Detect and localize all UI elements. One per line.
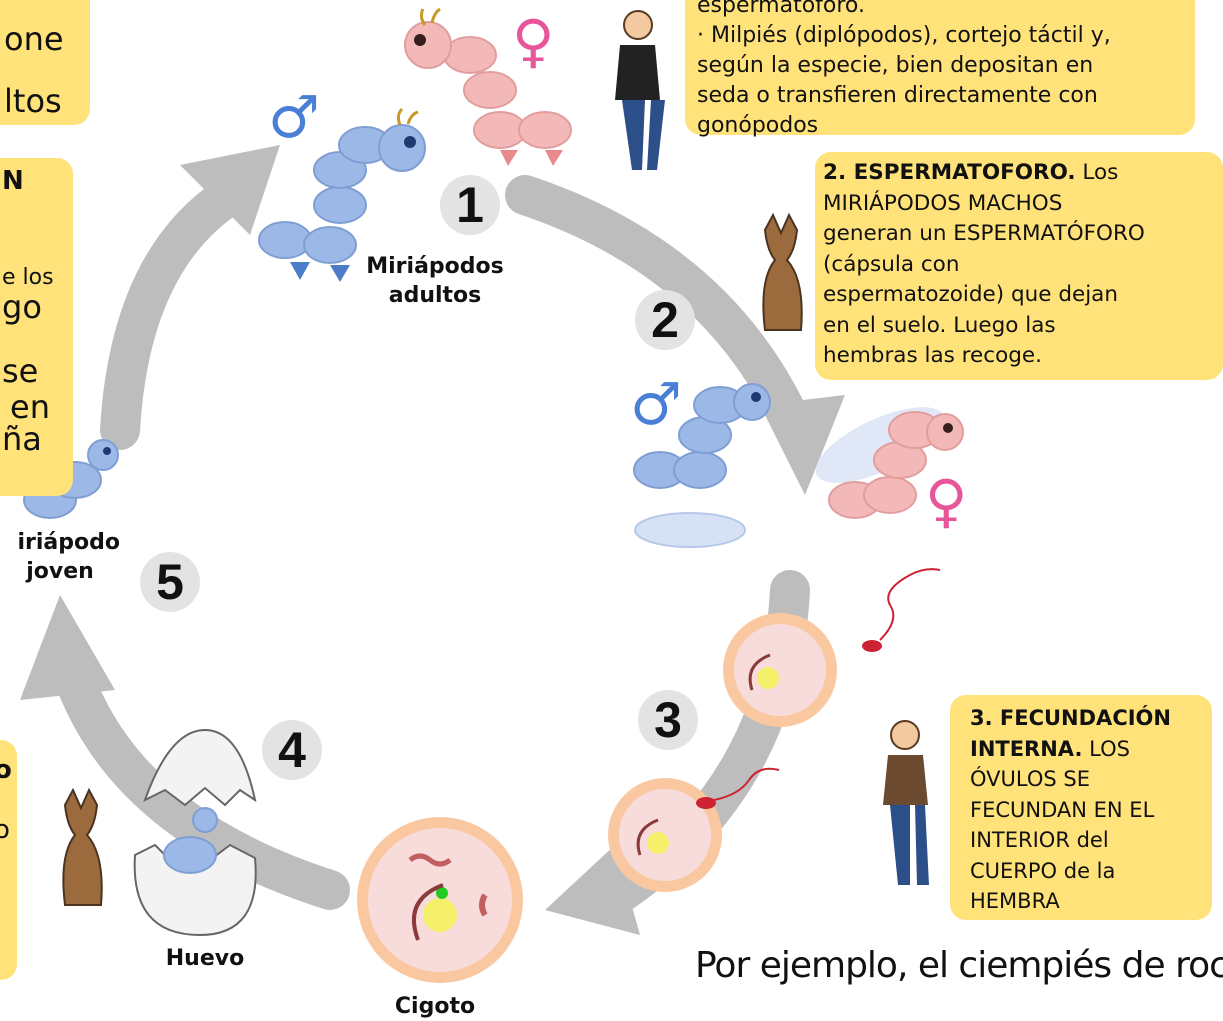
left-bottom-note — [0, 740, 17, 980]
left-mid-note-fragment-5: en — [10, 388, 50, 426]
left-mid-note — [0, 158, 73, 496]
top-note-line-2: según la especie, bien depositan en — [697, 53, 1094, 78]
step2-note-line-1: Los — [1075, 160, 1119, 185]
egg-label: Huevo — [165, 946, 245, 971]
adults-label: Miriápodos adultos — [365, 252, 505, 310]
step2-female-myriapod — [815, 407, 964, 519]
left-top-note-fragment-1: one — [4, 20, 64, 58]
adult-male-myriapod — [258, 107, 426, 282]
step-number-1: 1 — [440, 175, 500, 235]
arrowhead-1 — [180, 145, 280, 235]
left-mid-note-fragment-6: ña — [2, 420, 42, 458]
female-symbol-adult: ♀ — [512, 7, 555, 75]
step3-note-line-5: CUERPO de la — [970, 858, 1116, 883]
dog-illustration-bottom — [62, 787, 103, 906]
step2-note-heading: 2. ESPERMATOFORO. — [823, 160, 1076, 185]
male-symbol-step2: ♂ — [630, 370, 682, 438]
female-symbol-step2: ♀ — [925, 467, 968, 535]
top-note-line-3: seda o transfieren directamente con — [697, 83, 1098, 108]
young-myriapod — [23, 439, 119, 519]
ovum-cell-1 — [723, 613, 837, 727]
left-top-note — [0, 0, 90, 125]
step3-note-line-4: INTERIOR del — [970, 828, 1109, 852]
sperm-2 — [696, 767, 780, 809]
step3-note-line-6: HEMBRA — [970, 889, 1060, 913]
step-number-2: 2 — [635, 290, 695, 350]
step2-note: 2. ESPERMATOFORO. Los MIRIÁPODOS MACHOS … — [815, 152, 1223, 380]
step-number-4: 4 — [262, 720, 322, 780]
step2-note-line-3: generan un ESPERMATÓFORO — [823, 221, 1145, 246]
explorer-figure-top — [615, 10, 665, 170]
step2-note-line-4: (cápsula con — [823, 251, 960, 277]
step-number-5: 5 — [140, 552, 200, 612]
top-note-line-4: gonópodos — [697, 113, 819, 138]
left-bottom-note-fragment-1: o — [0, 755, 12, 785]
left-mid-note-fragment-3: go — [2, 288, 42, 326]
step3-note: 3. FECUNDACIÓN INTERNA. LOS ÓVULOS SE FE… — [950, 695, 1212, 920]
ovum-cell-2 — [608, 778, 722, 892]
step3-note-line-1: LOS — [1082, 736, 1130, 761]
young-label-line-1: iriápodo — [17, 530, 120, 555]
arrow-1-2 — [505, 175, 815, 450]
zygote-cell — [357, 817, 523, 983]
sperm-1 — [862, 568, 941, 652]
step3-note-heading-2: INTERNA. — [970, 736, 1083, 761]
explorer-figure-bottom — [883, 720, 929, 885]
step-number-3: 3 — [638, 690, 698, 750]
adult-female-myriapod — [404, 7, 572, 166]
top-note-line-1: · Milpiés (diplópodos), cortejo táctil y… — [697, 23, 1111, 48]
top-note: espermatóforo. · Milpiés (diplópodos), c… — [685, 0, 1195, 138]
left-top-note-fragment-2: ltos — [4, 82, 62, 120]
young-label: iriápodo joven — [0, 528, 120, 586]
step2-male-myriapod — [633, 383, 771, 489]
hatching-egg — [133, 728, 257, 937]
step3-note-line-3: FECUNDAN EN EL — [970, 797, 1155, 822]
adults-label-line-2: adultos — [388, 283, 482, 308]
young-label-line-2: joven — [26, 559, 94, 584]
arrowhead-3 — [545, 845, 640, 935]
male-symbol-adult: ♂ — [268, 83, 320, 151]
example-caption: Por ejemplo, el ciempiés de roca — [695, 945, 1223, 986]
step3-note-heading-1: 3. FECUNDACIÓN — [970, 706, 1171, 730]
left-bottom-note-fragment-2: o — [0, 815, 10, 845]
step2-note-line-6: en el suelo. Luego las — [823, 312, 1056, 338]
top-note-cut-line: espermatóforo. — [697, 0, 865, 18]
zygote-label: Cigoto — [394, 994, 476, 1019]
left-mid-note-fragment-4: se — [2, 352, 39, 390]
arrow-heads — [20, 145, 845, 935]
arrowhead-5 — [20, 595, 115, 700]
dog-illustration-top — [762, 212, 803, 331]
left-mid-note-fragment-1: N — [2, 166, 24, 196]
step3-note-line-2: ÓVULOS SE — [970, 767, 1090, 791]
adults-label-line-1: Miriápodos — [366, 254, 504, 279]
step2-note-line-5: espermatozoide) que dejan — [823, 282, 1118, 307]
spermatophore-on-ground — [634, 512, 746, 548]
arrowhead-2 — [760, 395, 845, 495]
step2-note-line-7: hembras las recoge. — [823, 343, 1042, 368]
left-mid-note-fragment-2: e los — [2, 265, 54, 290]
arrow-5-1 — [100, 175, 250, 450]
step2-note-line-2: MIRIÁPODOS MACHOS — [823, 190, 1063, 216]
